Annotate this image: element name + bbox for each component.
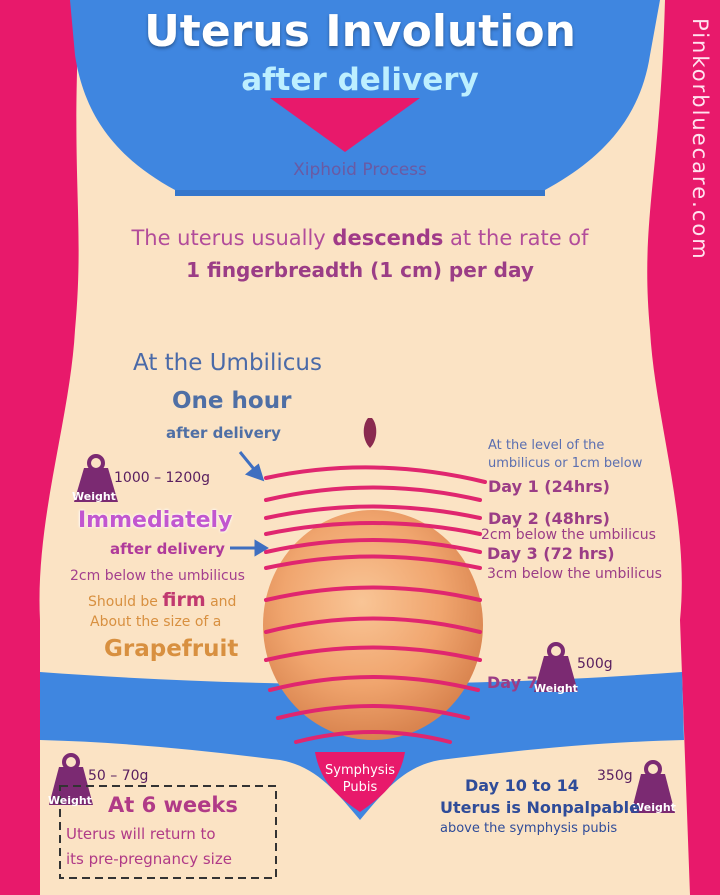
- six-weeks-line-2: its pre-pregnancy size: [66, 850, 232, 868]
- day3-label: Day 3 (72 hrs): [487, 544, 615, 563]
- bottom-garment: [40, 672, 684, 820]
- nonpalpable-sub: above the symphysis pubis: [440, 821, 618, 836]
- weight-value-immediate: 1000 – 1200g: [114, 470, 211, 486]
- size-note: About the size of a: [90, 614, 222, 630]
- weight-value-day7: 500g: [577, 656, 613, 672]
- fundal-level-lines: [264, 465, 487, 744]
- six-weeks-line-1: Uterus will return to: [66, 825, 216, 843]
- xiphoid-marker: [270, 98, 420, 152]
- weight-icon-3: [49, 753, 93, 805]
- day2-label: Day 2 (48hrs): [488, 509, 610, 528]
- rate-bold: descends: [332, 226, 444, 250]
- weight-tag-4: Weight: [632, 801, 676, 814]
- six-weeks-title: At 6 weeks: [108, 793, 238, 817]
- fundal-line-6: [264, 554, 482, 570]
- weight-tag-1: Weight: [72, 490, 116, 503]
- weight-tag-3: Weight: [48, 794, 92, 807]
- rate-line-1: The uterus usually descends at the rate …: [0, 226, 720, 250]
- arrows: [230, 451, 269, 557]
- weight-icons: [49, 454, 675, 813]
- weight-icon-4: [631, 760, 675, 813]
- grapefruit-label: Grapefruit: [104, 636, 239, 662]
- arrow-immediately-head: [254, 539, 269, 557]
- weight-value-6weeks: 50 – 70g: [88, 768, 149, 784]
- top-garment: [70, 0, 660, 190]
- day3-desc: 3cm below the umbilicus: [487, 566, 662, 582]
- immediately-sub: after delivery: [110, 540, 225, 558]
- fundal-line-2: [264, 485, 482, 502]
- fundal-line-7: [264, 585, 482, 602]
- page-title: Uterus Involution: [144, 6, 576, 57]
- arrow-one-hour-head: [244, 463, 265, 482]
- firm-post: and: [205, 594, 237, 610]
- symphysis-shape: [315, 752, 405, 812]
- fundal-line-12: [294, 730, 452, 744]
- brand-watermark: Pinkorbluecare.com: [688, 18, 712, 261]
- immediately-label: Immediately: [78, 508, 233, 533]
- fundal-line-4: [264, 521, 482, 536]
- six-weeks-box: [59, 785, 277, 879]
- rate-post: at the rate of: [443, 226, 589, 250]
- rate-line-2: 1 fingerbreadth (1 cm) per day: [186, 258, 534, 282]
- one-hour-sub: after delivery: [166, 424, 281, 442]
- fundal-line-11: [276, 704, 470, 720]
- symphysis-label: Symphysis Pubis: [325, 763, 395, 795]
- fundal-line-9: [264, 645, 482, 662]
- firm-word: firm: [162, 589, 206, 611]
- immediately-below: 2cm below the umbilicus: [70, 568, 245, 584]
- fundal-line-3: [264, 504, 482, 520]
- day2-desc: 2cm below the umbilicus: [481, 527, 656, 543]
- xiphoid-label: Xiphoid Process: [293, 160, 427, 180]
- umbilicus-label: At the Umbilicus: [133, 350, 322, 376]
- fundal-line-5: [264, 538, 482, 554]
- one-hour-label: One hour: [172, 388, 292, 414]
- weight-tag-2: Weight: [534, 682, 578, 695]
- fundal-line-10: [268, 675, 480, 692]
- day1-label: Day 1 (24hrs): [488, 477, 610, 496]
- fundal-line-1: [264, 465, 487, 484]
- weight-value-day10: 350g: [597, 768, 633, 784]
- nonpalpable-label: Uterus is Nonpalpable: [440, 798, 640, 817]
- rate-pre: The uterus usually: [131, 226, 333, 250]
- firm-pre: Should be: [88, 594, 163, 610]
- day7-label: Day 7: [487, 673, 538, 692]
- day1-desc: At the level of the umbilicus or 1cm bel…: [488, 438, 643, 471]
- weight-icon-2: [534, 642, 578, 692]
- weight-icon-1: [74, 454, 118, 502]
- torso: [39, 0, 691, 895]
- day10-label: Day 10 to 14: [465, 776, 579, 795]
- fundal-line-8: [264, 616, 482, 634]
- umbilicus: [363, 418, 377, 448]
- firm-note: Should be firm and: [88, 589, 236, 611]
- page-subtitle: after delivery: [241, 62, 479, 98]
